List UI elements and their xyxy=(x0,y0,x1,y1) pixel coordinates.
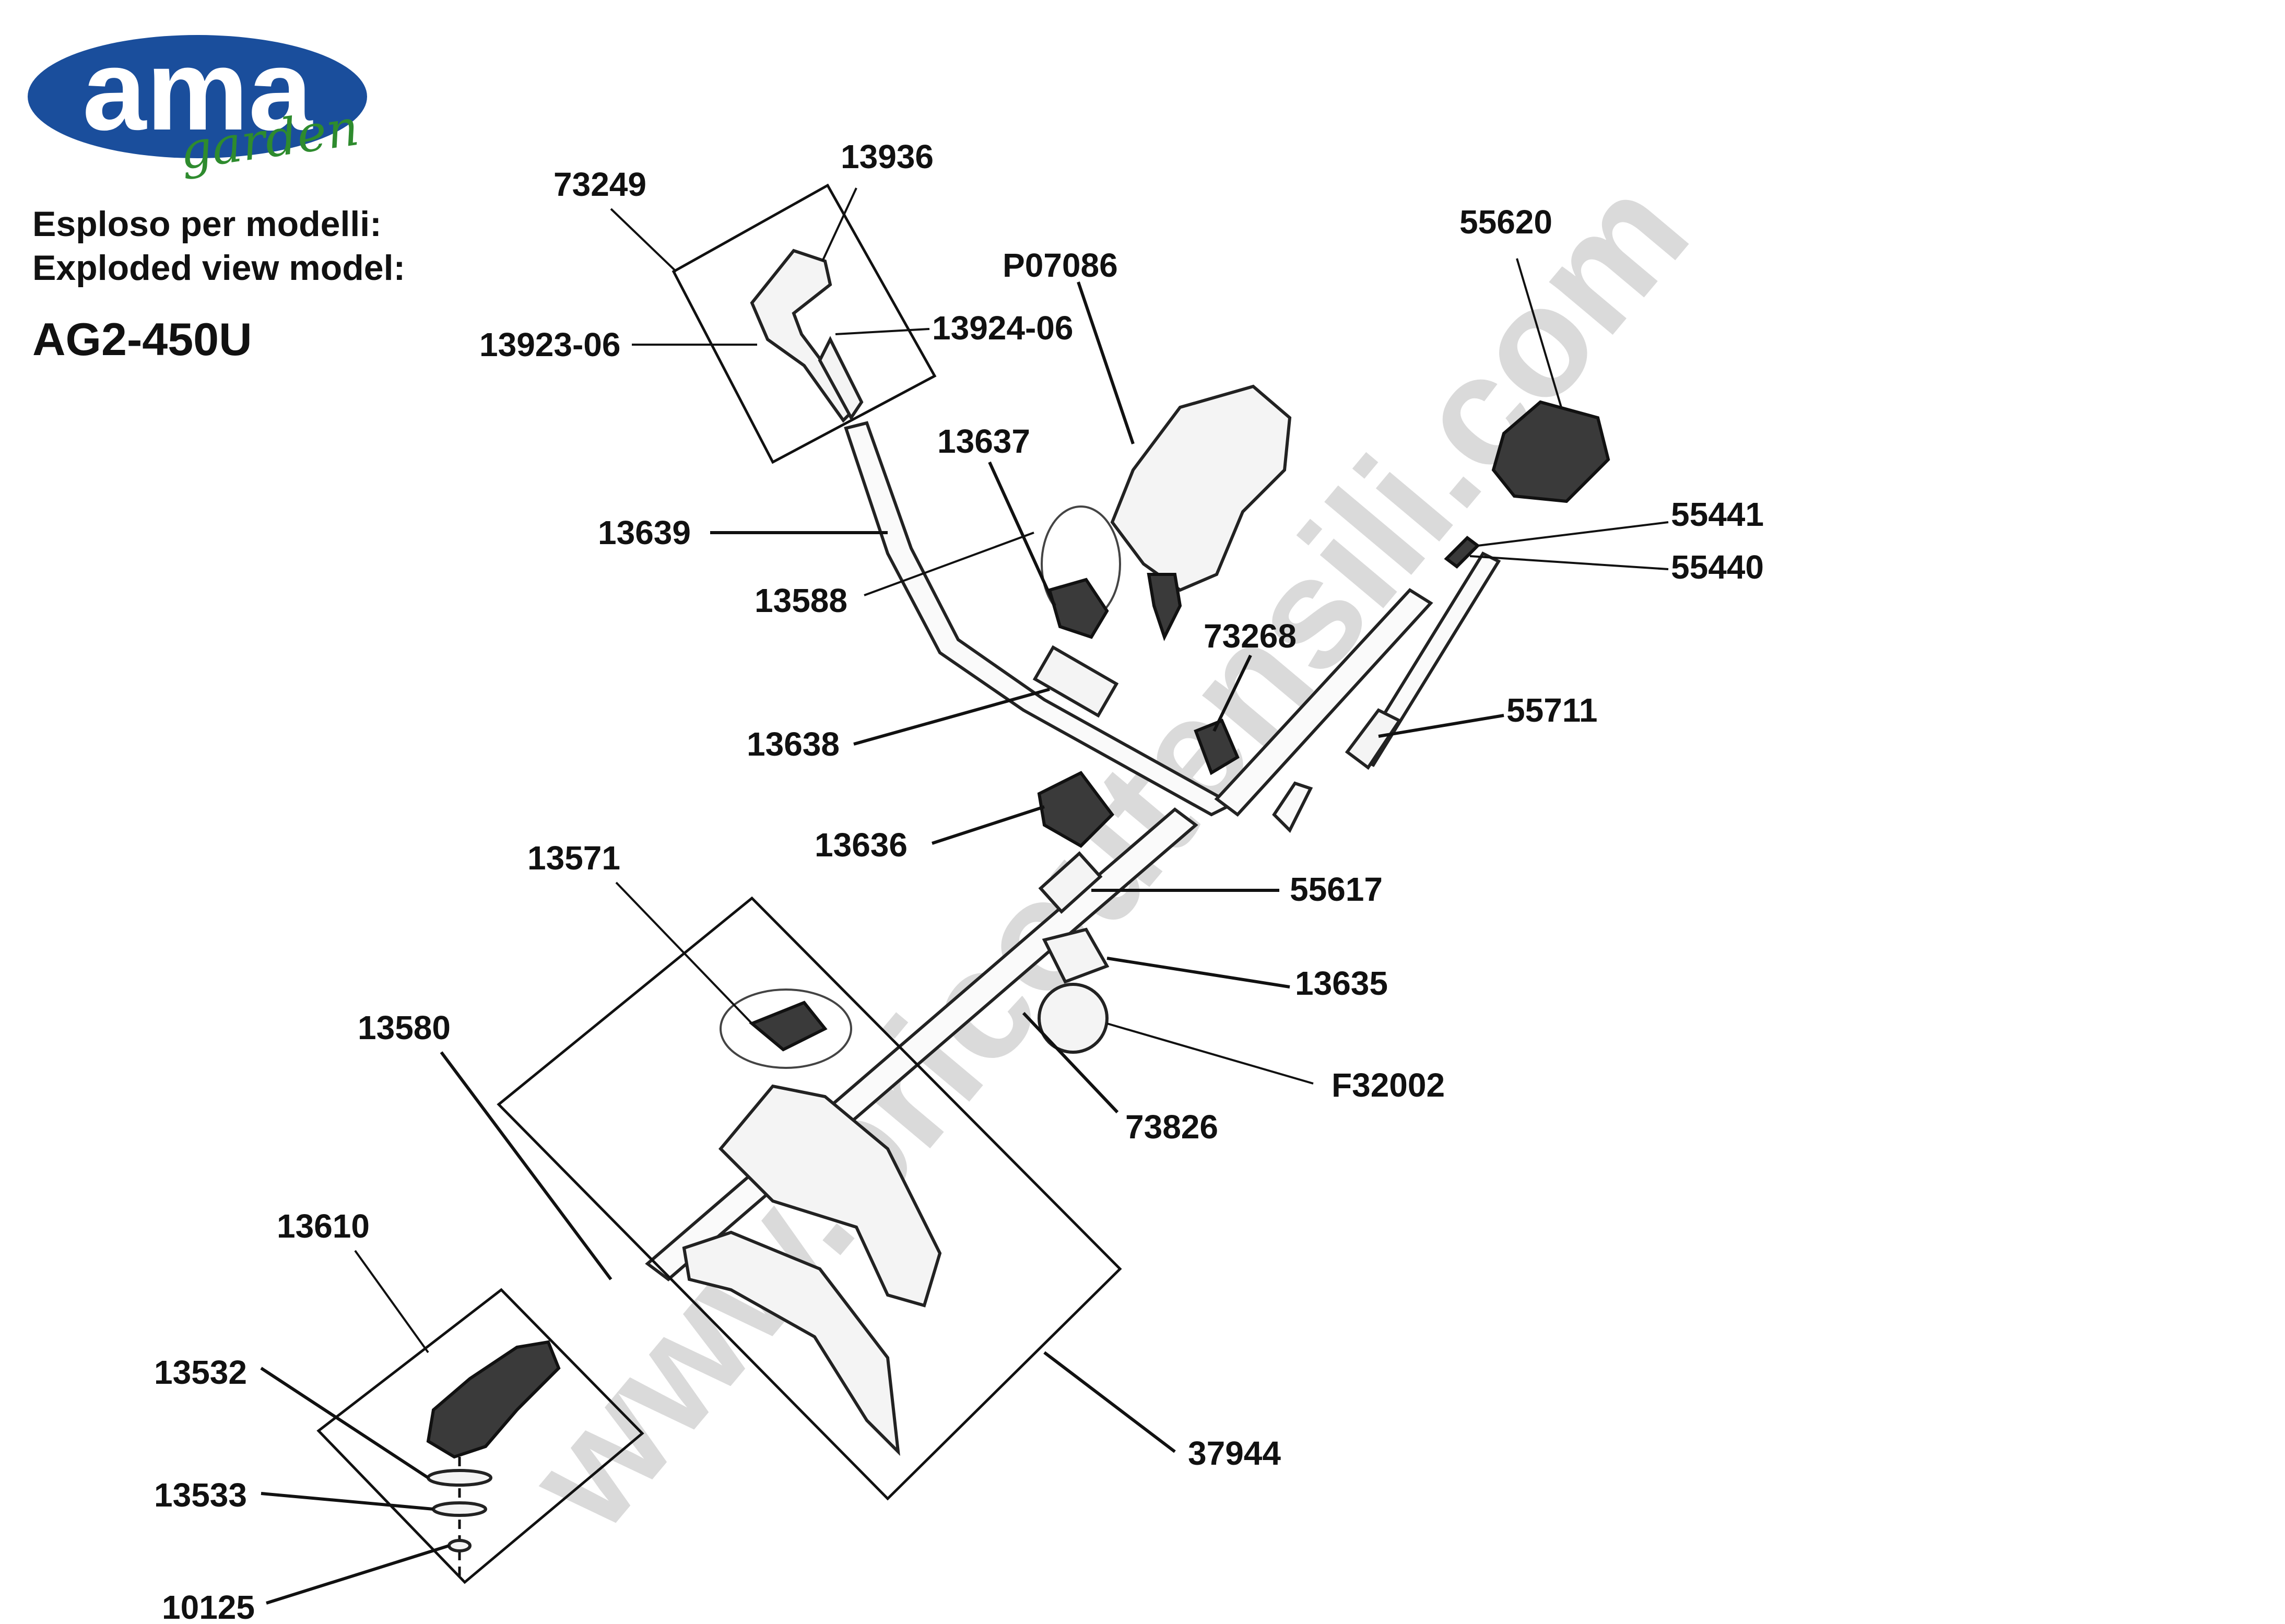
guard-blade-part xyxy=(682,1230,900,1456)
washer-13532 xyxy=(427,1469,492,1487)
header-line-2: Exploded view model: xyxy=(32,248,405,288)
label-13637: 13637 xyxy=(937,422,1030,460)
label-P07086: P07086 xyxy=(1003,246,1118,284)
label-13532: 13532 xyxy=(154,1354,247,1391)
foam-sleeve-part xyxy=(1032,645,1119,718)
label-13636: 13636 xyxy=(815,826,908,864)
harness-clip xyxy=(1147,573,1182,641)
label-10125: 10125 xyxy=(162,1588,255,1624)
watermark-text: www.bricoutensili.com xyxy=(492,145,1721,1562)
gearbox-part xyxy=(426,1340,561,1459)
label-F32002: F32002 xyxy=(1332,1066,1445,1104)
gearbox-box xyxy=(316,1288,644,1584)
label-13924-06: 13924-06 xyxy=(932,309,1073,347)
grip-55711-part xyxy=(1345,708,1402,770)
label-73826: 73826 xyxy=(1125,1108,1218,1146)
ama-garden-logo: ama garden xyxy=(28,26,367,181)
label-13571: 13571 xyxy=(527,839,620,877)
guard-13571-circle xyxy=(720,988,852,1069)
label-13923-06: 13923-06 xyxy=(479,326,620,363)
label-13580: 13580 xyxy=(358,1009,451,1046)
label-55440: 55440 xyxy=(1671,548,1764,586)
clamp-13637-part xyxy=(1047,578,1109,639)
label-73249: 73249 xyxy=(553,166,646,203)
harness-part xyxy=(1110,384,1292,592)
part-labels: 73249 13936 13923-06 13924-06 P07086 556… xyxy=(154,138,1764,1624)
label-13533: 13533 xyxy=(154,1476,247,1514)
right-handle-end xyxy=(1272,781,1313,833)
engine-part xyxy=(1491,400,1610,503)
label-55711: 55711 xyxy=(1506,691,1597,729)
throttle-clamp-part xyxy=(1194,719,1240,775)
clamp-13635-part xyxy=(1042,927,1110,984)
label-13635: 13635 xyxy=(1295,964,1388,1002)
label-13588: 13588 xyxy=(755,582,847,619)
label-55441: 55441 xyxy=(1671,496,1764,533)
guard-bracket-part xyxy=(749,1001,828,1052)
guard-box xyxy=(497,896,1122,1501)
label-13639: 13639 xyxy=(598,514,691,551)
label-13610: 13610 xyxy=(277,1207,370,1245)
logo-brand-text: ama xyxy=(83,26,313,154)
connector-55617-part xyxy=(1038,851,1103,914)
label-55617: 55617 xyxy=(1290,870,1383,908)
header-line-1: Esploso per modelli: xyxy=(32,204,382,244)
guard-part xyxy=(718,1084,942,1308)
label-37944: 37944 xyxy=(1188,1434,1281,1472)
right-handle-bar xyxy=(1214,588,1433,817)
washer-13533 xyxy=(432,1501,487,1517)
handle-grip-part xyxy=(750,249,864,423)
cover-F32002-part xyxy=(1038,983,1109,1054)
label-13936: 13936 xyxy=(841,138,934,175)
label-13638: 13638 xyxy=(747,725,840,763)
clamp-13636-part xyxy=(1037,771,1114,848)
model-name: AG2-450U xyxy=(32,313,252,365)
handle-grip-box xyxy=(672,183,937,464)
label-55620: 55620 xyxy=(1459,203,1552,241)
label-73268: 73268 xyxy=(1204,617,1297,655)
leader-lines xyxy=(260,187,1669,1605)
nut-10125 xyxy=(447,1539,472,1552)
logo-ellipse xyxy=(28,35,367,158)
